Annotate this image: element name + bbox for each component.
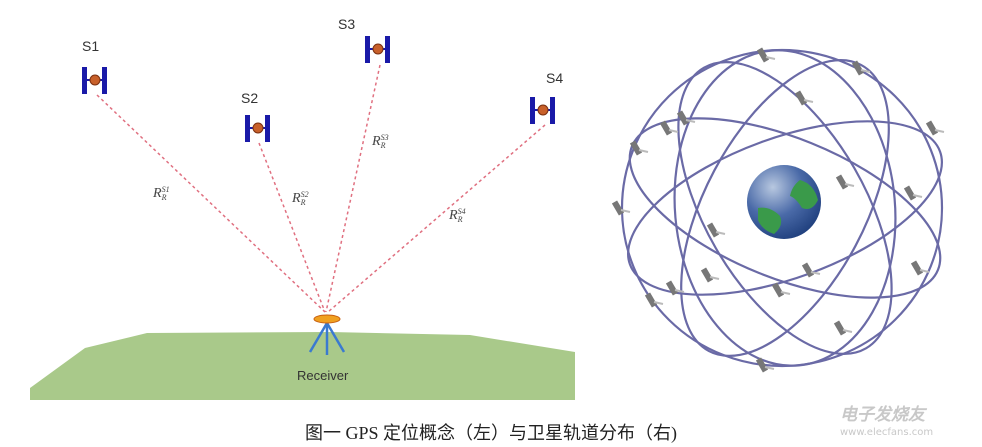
satellite-icon	[245, 115, 270, 142]
orbit-satellite-icon	[755, 357, 775, 373]
range-symbol: R	[372, 134, 381, 150]
range-subscript: R	[300, 198, 306, 207]
range-subscript: R	[457, 215, 463, 224]
orbit-satellite-icon	[676, 110, 696, 126]
range-superscript: S3	[380, 133, 389, 142]
gps-positioning-concept	[30, 36, 575, 400]
watermark-title: 电子发烧友	[840, 405, 925, 425]
range-subscript: R	[380, 141, 386, 150]
range-line-s3	[325, 64, 381, 313]
orbit-satellite-icon	[771, 282, 791, 298]
range-line-s1	[96, 94, 326, 313]
satellite-label: S4	[546, 70, 564, 86]
orbit-satellite-icon	[665, 280, 685, 296]
orbit-satellite-icon	[756, 47, 776, 63]
orbit-satellite-icon	[629, 140, 649, 156]
orbit-satellite-icon	[611, 200, 631, 216]
receiver	[308, 314, 346, 355]
earth-globe	[747, 165, 821, 239]
range-symbol: R	[449, 208, 458, 224]
watermark: 电子发烧友 www.elecfans.com	[840, 400, 933, 438]
satellite-label: S3	[338, 16, 356, 32]
orbit-satellite-icon	[659, 120, 679, 136]
orbit-satellite-icon	[903, 185, 923, 201]
range-subscript: R	[161, 193, 167, 202]
watermark-url: www.elecfans.com	[840, 427, 934, 438]
receiver-label: Receiver	[297, 368, 349, 383]
orbit-satellite-icon	[910, 260, 930, 276]
satellite-icon	[82, 67, 107, 94]
orbit-satellite-icon	[835, 174, 855, 190]
satellite-label: S2	[241, 90, 259, 106]
range-symbol: R	[292, 191, 301, 207]
range-superscript: S2	[300, 190, 309, 199]
orbit-satellite-icon	[925, 120, 945, 136]
satellite-icon	[530, 97, 555, 124]
satellite-label: S1	[82, 38, 100, 54]
range-superscript: S1	[161, 185, 170, 194]
orbit-satellite-icon	[794, 90, 814, 106]
orbit-satellite-icon	[706, 222, 726, 238]
orbit-satellite-icon	[700, 267, 720, 283]
satellite-icon	[365, 36, 390, 63]
orbit-satellite-icon	[833, 320, 853, 336]
range-symbol: R	[153, 186, 162, 202]
orbit-satellite-icon	[644, 292, 664, 308]
orbit-satellite-icon	[851, 60, 871, 76]
range-superscript: S4	[457, 207, 466, 216]
receiver-antenna-icon	[313, 314, 341, 324]
ground	[30, 332, 575, 400]
orbit-satellite-icon	[801, 262, 821, 278]
range-line-s2	[258, 142, 326, 313]
range-lines	[96, 64, 546, 313]
figure-caption: 图一 GPS 定位概念（左）与卫星轨道分布（右)	[304, 423, 677, 443]
